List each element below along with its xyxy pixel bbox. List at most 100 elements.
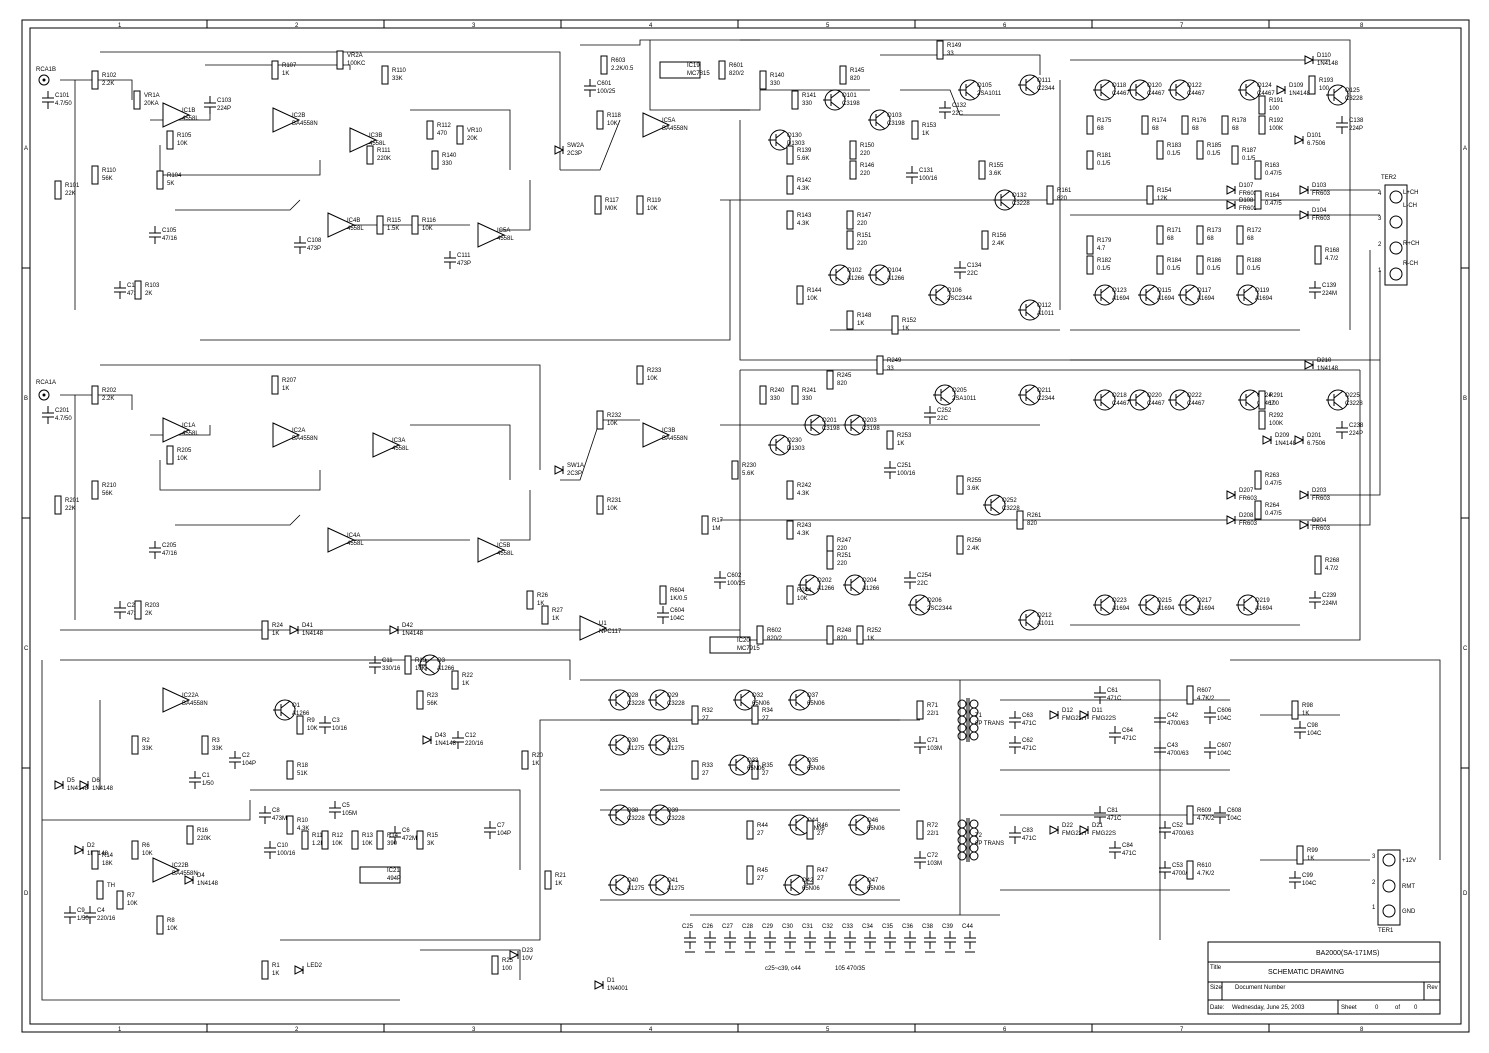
ref-designator: D103 xyxy=(1312,183,1327,189)
component-value: 4.3K xyxy=(797,531,809,537)
component-value: 10K xyxy=(362,841,373,847)
sheet-value: 0 xyxy=(1375,1005,1379,1011)
ref-designator: R256 xyxy=(967,538,982,544)
component-value: 10V xyxy=(522,956,533,962)
component-value: 4700/63 xyxy=(1167,751,1189,757)
ref-designator: R175 xyxy=(1097,118,1112,124)
component-value: 471C xyxy=(1022,746,1037,752)
ref-designator: R182 xyxy=(1097,258,1112,264)
ref-designator: IC4A xyxy=(347,533,360,539)
component-value: 2.2K/0.5 xyxy=(611,66,634,72)
ref-designator: C6 xyxy=(402,828,410,834)
ref-designator: Q103 xyxy=(887,113,902,119)
ref-designator: C251 xyxy=(897,463,912,469)
component-value: 22C xyxy=(952,111,964,117)
sheet-label: Sheet xyxy=(1341,1005,1357,1011)
col-label: 3 xyxy=(472,23,476,29)
ref-designator: Q112 xyxy=(1037,303,1052,309)
ref-designator: C52 xyxy=(1172,823,1184,829)
col-label: 3 xyxy=(472,1027,476,1033)
component-value: 65N06 xyxy=(807,766,825,772)
component-c39: C39 xyxy=(942,924,956,953)
ref-designator: R242 xyxy=(797,483,812,489)
ref-designator: D6 xyxy=(92,778,100,784)
ref-designator: R13 xyxy=(362,833,374,839)
component-value: 0.1/5 xyxy=(1097,266,1111,272)
ref-designator: R243 xyxy=(797,523,812,529)
ref-designator: C28 xyxy=(742,924,754,930)
ref-designator: Q102 xyxy=(847,268,862,274)
component-value: 65N06 xyxy=(747,766,765,772)
ref-designator: R110 xyxy=(102,168,117,174)
component-value: 1K xyxy=(272,971,279,977)
ref-designator: D11 xyxy=(1092,708,1103,714)
component-r150: R150 220 xyxy=(849,140,875,160)
ref-designator: C72 xyxy=(927,853,939,859)
ref-designator: C83 xyxy=(1022,828,1034,834)
component-value: 103M xyxy=(927,861,942,867)
component-value: 3K xyxy=(427,841,434,847)
ref-designator: R2 xyxy=(142,738,150,744)
component-value: 1K xyxy=(282,71,289,77)
component-value: 68 xyxy=(1152,126,1159,132)
component-value: 220 xyxy=(857,241,868,247)
ref-designator: R163 xyxy=(1265,163,1280,169)
ref-designator: C9 xyxy=(77,908,85,914)
component-value: 1K xyxy=(1307,856,1314,862)
component-value: A1694 xyxy=(1157,296,1175,302)
component-value: BA4558N xyxy=(172,871,198,877)
component-value: 0.47/5 xyxy=(1265,171,1282,177)
component-value: 1K xyxy=(1302,711,1309,717)
ref-designator: R156 xyxy=(992,233,1007,239)
ter2-label: TER2 xyxy=(1381,175,1397,181)
ref-designator: SW1A xyxy=(567,463,584,469)
component-value: 22K xyxy=(65,506,76,512)
row-label: C xyxy=(24,646,29,652)
component-value: 5.6K xyxy=(742,471,754,477)
component-value: C3228 xyxy=(1345,401,1363,407)
component-value: 18K xyxy=(102,861,113,867)
component-value: 220K xyxy=(377,156,391,162)
component-value: FMG22S xyxy=(1092,716,1116,722)
component-value: 472M xyxy=(402,836,417,842)
component-value: C2344 xyxy=(1037,396,1055,402)
ref-designator: R150 xyxy=(860,143,875,149)
component-value: 1K xyxy=(902,326,909,332)
ref-designator: R168 xyxy=(1325,248,1340,254)
component-value: 220 xyxy=(860,151,871,157)
component-value: 4700/63 xyxy=(1172,871,1194,877)
component-value: 51K xyxy=(297,771,308,777)
ref-designator: R44 xyxy=(757,823,769,829)
component-value: A1275 xyxy=(627,886,645,892)
